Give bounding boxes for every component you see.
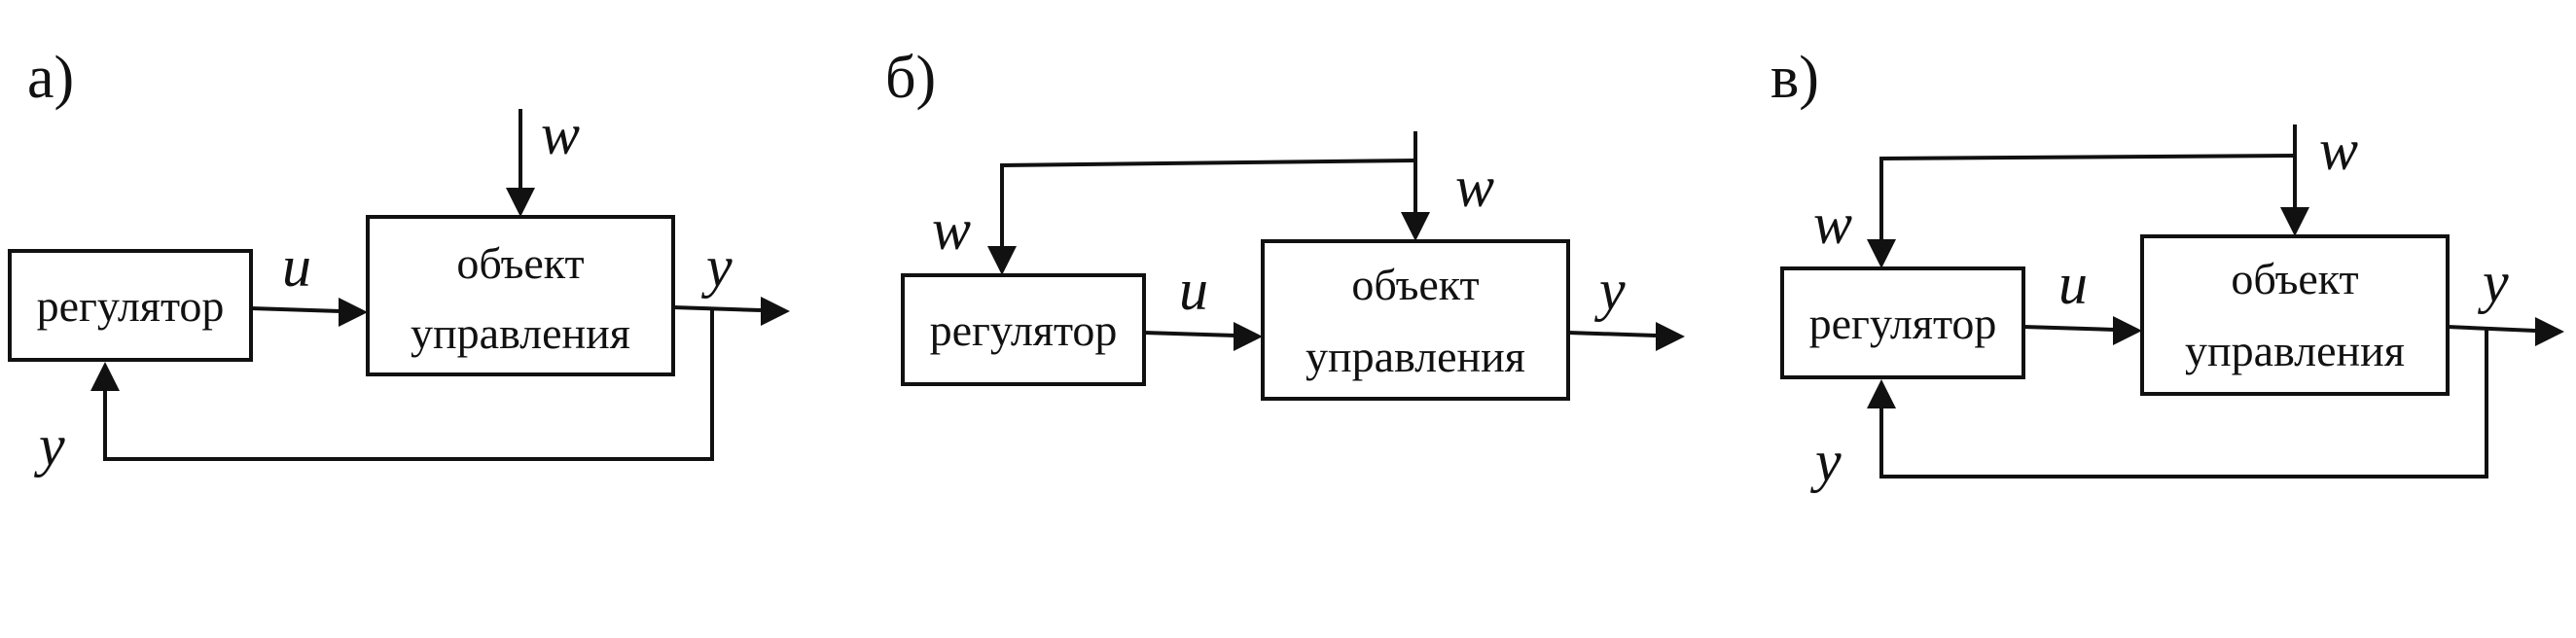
panel-a-controller-label: регулятор (37, 281, 225, 331)
panel-a-u-label: u (282, 234, 311, 299)
panel-b-y-output-label: y (1593, 258, 1626, 322)
panel-b-w-controller-wire (1000, 159, 1416, 248)
panel-c-y-output-label: y (2477, 250, 2509, 314)
panel-b-y-output-wire (1567, 331, 1657, 337)
panel-c-plant-label-line1: объект (2231, 254, 2358, 303)
panel-b-controller-label: регулятор (930, 305, 1118, 355)
panel-b-controller-block (901, 273, 1146, 386)
panel-c-y-output-arrowhead (2535, 317, 2564, 346)
panel-b-w-plant-label: w (1455, 155, 1494, 219)
panel-c-label: в) (1771, 45, 1819, 111)
panel-c-w-plant-label: w (2319, 118, 2358, 182)
panel-b-w-controller-label: w (932, 197, 971, 262)
panel-a-y-feedback-label: y (33, 413, 65, 478)
panel-a-controller-block (8, 249, 253, 362)
panel-a-plant-block (366, 215, 675, 376)
panel-a-w-label: w (541, 102, 580, 166)
panel-c-y-output-wire (2447, 325, 2536, 333)
panel-b-u-wire (1143, 331, 1236, 337)
panel-a-y-output-wire (672, 305, 762, 312)
panel-c-w-controller-arrowhead (1867, 239, 1896, 268)
panel-b-plant-label-line1: объект (1351, 260, 1479, 309)
panel-b: б) регулятор объект управления u w w y (885, 45, 1685, 401)
panel-c-feedback-arrowhead (1867, 379, 1896, 408)
panel-c-w-plant-arrowhead (2280, 207, 2309, 236)
panel-a-feedback-wire (103, 309, 714, 461)
panel-c-u-wire (2022, 325, 2116, 332)
panel-c-y-feedback-label: y (1809, 429, 1842, 493)
panel-c-w-controller-wire (1879, 154, 2296, 241)
panel-c-plant-block (2140, 234, 2450, 396)
panel-b-u-label: u (1179, 258, 1208, 322)
panel-b-w-controller-arrowhead (987, 246, 1017, 275)
panel-a-y-output-arrowhead (761, 297, 790, 326)
panel-b-w-plant-arrowhead (1401, 212, 1430, 241)
panel-b-plant-label-line2: управления (1306, 332, 1525, 381)
panel-c-controller-label: регулятор (1809, 299, 1997, 348)
panel-c-u-label: u (2058, 252, 2088, 316)
panel-c-u-arrowhead (2113, 316, 2142, 345)
panel-c-plant-label-line2: управления (2185, 326, 2405, 375)
panel-c: в) регулятор объект управления u w w y y (1771, 45, 2564, 493)
panel-a: а) регулятор объект управления u w y y (8, 45, 790, 478)
panel-c-feedback-wire (1879, 329, 2488, 478)
panel-a-label: а) (27, 45, 74, 111)
panel-b-plant-block (1261, 239, 1570, 401)
panel-a-y-output-label: y (700, 234, 733, 299)
panel-a-w-arrowhead (506, 188, 535, 217)
panel-b-y-output-arrowhead (1656, 322, 1685, 351)
panel-a-plant-label-line1: объект (456, 238, 584, 288)
panel-a-plant-label-line2: управления (411, 308, 630, 358)
panel-b-u-arrowhead (1234, 322, 1263, 351)
panel-b-label: б) (885, 45, 936, 111)
panel-a-u-arrowhead (339, 298, 368, 327)
panel-c-w-controller-label: w (1813, 192, 1852, 256)
panel-c-controller-block (1780, 266, 2025, 379)
panel-a-u-wire (250, 306, 341, 313)
panel-a-feedback-arrowhead (90, 362, 120, 391)
